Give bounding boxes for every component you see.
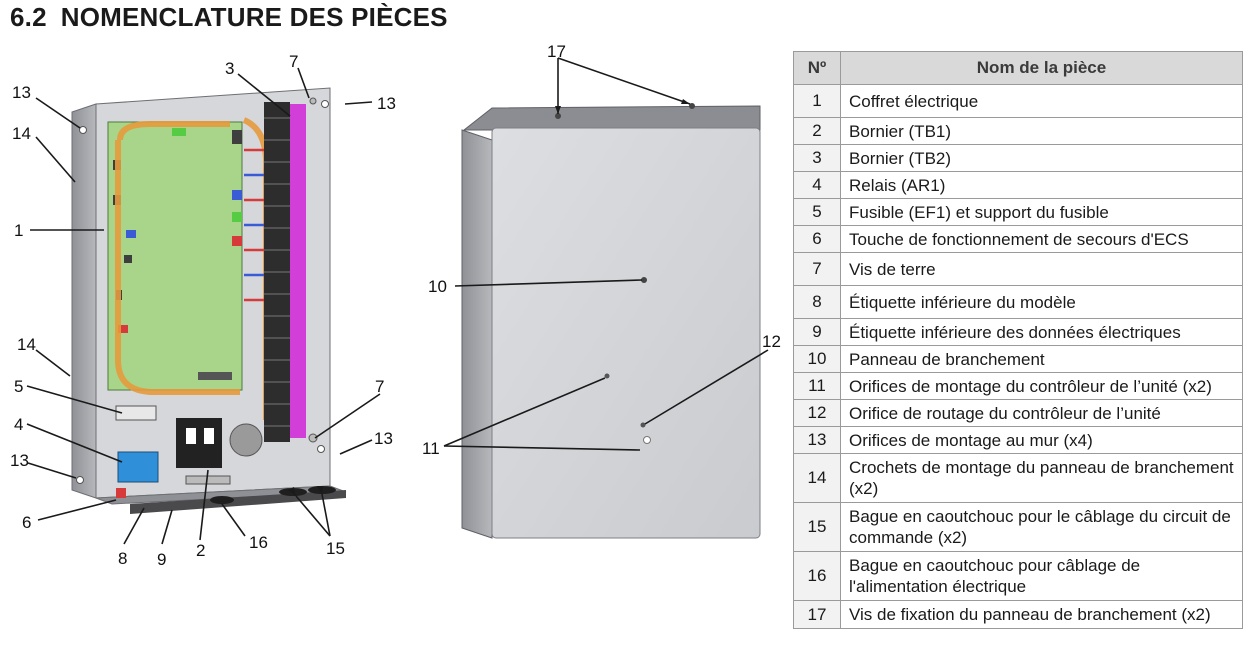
- fuse-holder: [115, 405, 157, 421]
- wall-mount-holes: [76, 100, 329, 484]
- callout-13: 13: [377, 94, 396, 113]
- callout-3: 3: [225, 59, 234, 78]
- callout-12: 12: [762, 332, 781, 351]
- parts-illustration: 13 14 1 14 5 4 13 6 3 7 13 7 13 8 9 2 16…: [10, 42, 781, 569]
- row-part-name: Coffret électrique: [840, 84, 1243, 118]
- row-number: 3: [793, 144, 841, 172]
- callout-6: 6: [22, 513, 31, 532]
- row-part-name: Touche de fonctionnement de secours d'EC…: [840, 225, 1243, 253]
- connection-panel: [461, 103, 761, 539]
- relay-ar1: [117, 451, 159, 483]
- row-number: 7: [793, 252, 841, 286]
- row-number: 6: [793, 225, 841, 253]
- callout-13: 13: [374, 429, 393, 448]
- terminal-block-tb1: [176, 418, 222, 468]
- row-part-name: Étiquette inférieure du modèle: [840, 285, 1243, 319]
- callout-5: 5: [14, 377, 23, 396]
- callout-15: 15: [326, 539, 345, 558]
- row-part-name: Orifices de montage au mur (x4): [840, 426, 1243, 454]
- row-number: 15: [793, 502, 841, 552]
- row-number: 1: [793, 84, 841, 118]
- leader-lines: [26, 57, 769, 545]
- electrical-box: [71, 87, 347, 514]
- header-part-name: Nom de la pièce: [840, 51, 1243, 85]
- callout-7: 7: [289, 52, 298, 71]
- row-number: 11: [793, 372, 841, 400]
- callout-2: 2: [196, 541, 205, 560]
- callout-7: 7: [375, 377, 384, 396]
- row-part-name: Vis de terre: [840, 252, 1243, 286]
- header-number: Nº: [793, 51, 841, 85]
- emergency-button: [116, 488, 126, 498]
- callout-10: 10: [428, 277, 447, 296]
- row-part-name: Vis de fixation du panneau de branchemen…: [840, 600, 1243, 629]
- callout-13: 13: [12, 83, 31, 102]
- row-part-name: Crochets de montage du panneau de branch…: [840, 453, 1243, 503]
- section-number: 6.2: [10, 2, 47, 32]
- row-number: 14: [793, 453, 841, 503]
- row-part-name: Fusible (EF1) et support du fusible: [840, 198, 1243, 226]
- callout-9: 9: [157, 550, 166, 569]
- transformer: [229, 423, 263, 457]
- screw: [555, 113, 561, 119]
- row-number: 16: [793, 551, 841, 601]
- magenta-strip: [290, 104, 306, 438]
- row-part-name: Bague en caoutchouc pour câblage de l'al…: [840, 551, 1243, 601]
- row-part-name: Bornier (TB2): [840, 144, 1243, 172]
- row-number: 5: [793, 198, 841, 226]
- row-number: 2: [793, 117, 841, 145]
- row-part-name: Bague en caoutchouc pour le câblage du c…: [840, 502, 1243, 552]
- row-number: 13: [793, 426, 841, 454]
- callout-17: 17: [547, 42, 566, 61]
- screw: [689, 103, 695, 109]
- row-part-name: Bornier (TB1): [840, 117, 1243, 145]
- callout-16: 16: [249, 533, 268, 552]
- section-title-text: NOMENCLATURE DES PIÈCES: [60, 2, 448, 32]
- callout-11: 11: [422, 439, 440, 458]
- row-part-name: Étiquette inférieure des données électri…: [840, 318, 1243, 346]
- row-part-name: Panneau de branchement: [840, 345, 1243, 373]
- callout-13: 13: [10, 451, 29, 470]
- row-part-name: Relais (AR1): [840, 171, 1243, 199]
- row-part-name: Orifice de routage du contrôleur de l’un…: [840, 399, 1243, 427]
- callout-labels: 13 14 1 14 5 4 13 6 3 7 13 7 13 8 9 2 16…: [10, 42, 781, 569]
- callout-4: 4: [14, 415, 23, 434]
- row-part-name: Orifices de montage du contrôleur de l’u…: [840, 372, 1243, 400]
- row-number: 8: [793, 285, 841, 319]
- row-number: 17: [793, 600, 841, 629]
- callout-8: 8: [118, 549, 127, 568]
- callout-1: 1: [14, 221, 23, 240]
- row-number: 4: [793, 171, 841, 199]
- section-title: 6.2 NOMENCLATURE DES PIÈCES: [10, 2, 448, 33]
- leader-arrows: [288, 99, 690, 496]
- callout-14: 14: [17, 335, 36, 354]
- row-number: 10: [793, 345, 841, 373]
- callout-14: 14: [12, 124, 31, 143]
- table-header-row: Nº Nom de la pièce: [793, 51, 1243, 85]
- row-number: 12: [793, 399, 841, 427]
- row-number: 9: [793, 318, 841, 346]
